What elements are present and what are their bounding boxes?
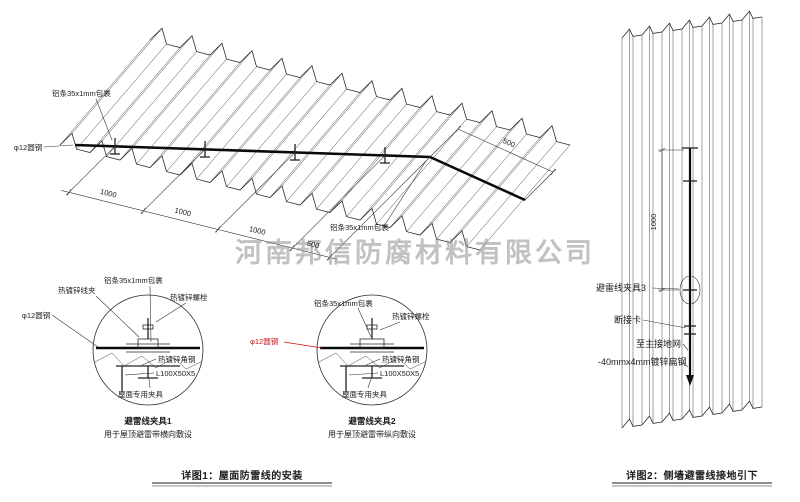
roof-strip-label-top: 铝条35x1mm包裹 bbox=[52, 88, 111, 98]
c2-roofclamp-label: 屋面专用夹具 bbox=[342, 389, 387, 399]
roof-dim-500: 500 bbox=[306, 239, 320, 251]
roof-rod-label: φ12圆钢 bbox=[14, 142, 42, 152]
wall-ground-label: 至主接地网 bbox=[636, 338, 681, 349]
wall-clamp3-label: 避雷线夹具3 bbox=[596, 282, 646, 293]
c1-bolt-label: 热镀锌螺栓 bbox=[170, 292, 208, 302]
roof-dim-1000-1: 1000 bbox=[99, 187, 117, 200]
clamp-detail-2 bbox=[283, 294, 428, 406]
c2-subtitle: 用于屋顶避雷带纵向敷设 bbox=[328, 429, 416, 439]
clamp3-callout-circle bbox=[679, 275, 701, 305]
wall-conductor-clamps bbox=[682, 147, 698, 335]
c1-subtitle: 用于屋顶避雷带横向敷设 bbox=[104, 429, 192, 439]
wall-dim-1000: 1000 bbox=[649, 214, 658, 231]
caption-rules bbox=[152, 482, 772, 487]
roof-dim-1000-3: 1000 bbox=[248, 224, 266, 237]
wall-down-conductor bbox=[679, 147, 701, 386]
roof-leaders bbox=[43, 98, 427, 227]
c2-angle-label: 热镀锌角钢 bbox=[382, 354, 420, 364]
clamp-detail-1 bbox=[51, 285, 204, 406]
c2-anglesize-label: L100X50X5 bbox=[380, 369, 419, 378]
c1-strip-label: 铝条35x1mm包裹 bbox=[104, 275, 163, 285]
c2-rod-label: φ12圆钢 bbox=[250, 336, 278, 346]
caption-detail1: 详图1：屋面防雷线的安装 bbox=[181, 469, 303, 482]
wall-dimension bbox=[658, 147, 684, 293]
roof-dim-1000-2: 1000 bbox=[174, 206, 192, 219]
roof-side-dimension bbox=[429, 125, 557, 201]
clamp2-leaders bbox=[283, 307, 401, 389]
ground-arrow-icon bbox=[686, 375, 694, 386]
wall-flatsteel-label: -40mmx4mm镀锌扁钢 bbox=[598, 356, 687, 367]
c1-anglesize-label: L100X50X5 bbox=[156, 369, 195, 378]
c1-rod-label: φ12圆钢 bbox=[22, 310, 50, 320]
roof-wire-clamps bbox=[110, 138, 390, 164]
wall-leaders bbox=[642, 287, 689, 368]
c2-title: 避雷线夹具2 bbox=[348, 416, 396, 426]
c2-strip-label: 铝条35x1mm包裹 bbox=[314, 298, 373, 308]
roof-dimension-chain bbox=[61, 146, 431, 261]
c1-title: 避雷线夹具1 bbox=[124, 416, 172, 426]
caption-detail2: 详图2：侧墙避雷线接地引下 bbox=[626, 469, 758, 482]
c1-roofclamp-label: 屋面专用夹具 bbox=[118, 389, 163, 399]
clamp1-leaders bbox=[51, 285, 187, 389]
c1-angle-label: 热镀锌角钢 bbox=[158, 354, 196, 364]
wall-disconnect-label: 断接卡 bbox=[614, 314, 641, 325]
roof-strip-label-bottom: 铝条35x1mm包裹 bbox=[330, 222, 389, 232]
c1-wireclip-label: 热镀锌线夹 bbox=[58, 285, 96, 295]
watermark-text: 河南邦信防腐材料有限公司 bbox=[235, 238, 595, 268]
c2-bolt-label: 热镀锌螺栓 bbox=[392, 311, 430, 321]
